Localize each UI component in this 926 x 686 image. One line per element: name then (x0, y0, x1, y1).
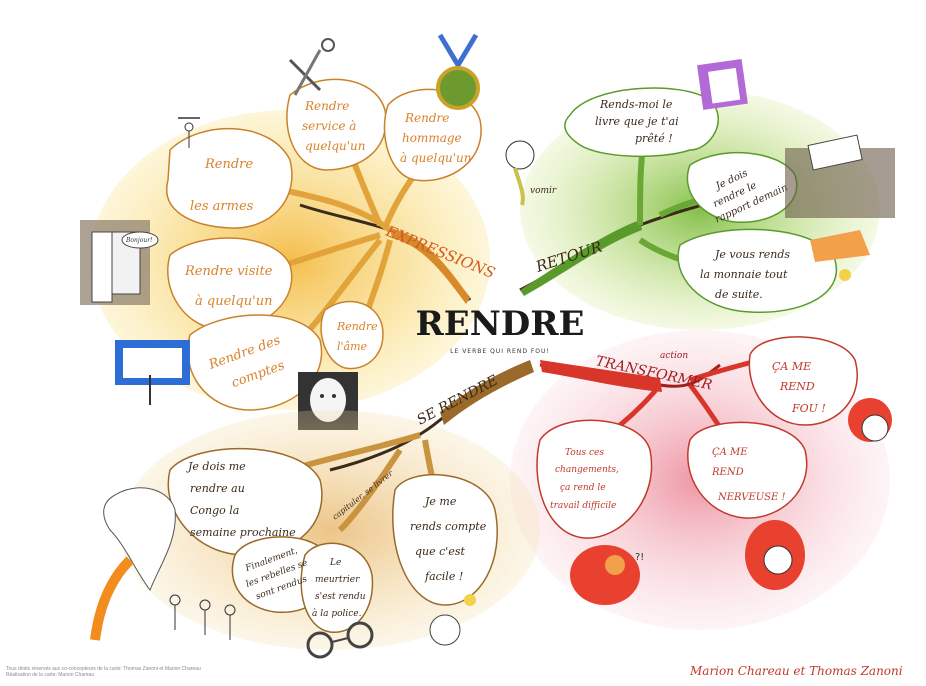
bubble-rendre-l-ame (320, 300, 384, 370)
bubble-rendre-hommage (383, 88, 482, 182)
serendre-trunk-fill (440, 360, 534, 425)
doodle-bonjour-text: Bonjour! (125, 237, 153, 244)
branch-retour: RETOUR vomir Rends-moi le livre que je t… (505, 59, 895, 330)
door-visit-icon: Bonjour! (80, 220, 159, 305)
bubble-text-livre: Rends-moi le livre que je t'ai prêté ! (595, 98, 682, 145)
expressions-trunk-fill (390, 228, 470, 304)
cash-register-coins-icon (810, 230, 870, 281)
transformer-trunk-fill (540, 360, 662, 392)
bubble-rendre-les-armes (165, 127, 293, 229)
bubble-congo (167, 447, 323, 556)
blackboard-icon (115, 340, 190, 405)
bubble-rendre-visite (167, 237, 293, 331)
book-icon (697, 59, 748, 110)
africa-map-icon (90, 487, 176, 641)
central-topic: RENDRE LE VERBE QUI REND FOU! (416, 304, 585, 355)
bubble-text-compte: Je me rends compte que c'est facile ! (410, 495, 490, 583)
bubble-rends-moi-le-livre (564, 87, 720, 158)
footer-line-2: Réalisation de la carte: Marion Chareau (6, 672, 95, 678)
retour-vomir-label: vomir (530, 186, 557, 196)
branch-expressions: EXPRESSIONS Rendre les armes Rendre serv… (80, 33, 498, 430)
author-signature: Marion Chareau et Thomas Zanoni (690, 664, 903, 678)
bubble-rendre-service (286, 78, 387, 171)
bubble-meurtrier (300, 542, 374, 633)
bubble-changements (536, 419, 653, 539)
bubble-text-l-ame: Rendre l'âme (336, 320, 381, 353)
sick-face-icon (505, 140, 535, 206)
medal-icon (436, 33, 480, 110)
bubble-text-congo: Je dois me rendre au Congo la semaine pr… (186, 460, 296, 539)
serendre-twig-2 (337, 448, 403, 533)
angry-face-icon (848, 398, 892, 442)
handcuffs-icon (306, 621, 374, 659)
nervous-face-icon (745, 520, 805, 590)
bubble-la-monnaie (677, 228, 838, 314)
bubble-text-hommage: Rendre hommage à quelqu'un (400, 111, 471, 165)
wrench-screwdriver-icon (288, 38, 335, 96)
bubble-text-service: Rendre service à quelqu'un (302, 99, 366, 153)
bubble-text-meurtrier: Le meurtrier s'est rendu à la police. (312, 558, 368, 619)
question-marks-icon: ?! (635, 552, 644, 563)
branch-transformer: TRANSFORMER action ÇA ME REND FOU ! ÇA M… (510, 330, 892, 630)
retour-trunk-fill (520, 220, 642, 296)
bubble-text-changements: Tous ces changements, ça rend le travail… (550, 448, 622, 511)
bubble-text-visite: Rendre visite à quelqu'un (184, 264, 277, 309)
stressed-head-icon: ?! (570, 545, 644, 605)
bubble-text-les-armes: Rendre les armes (190, 157, 257, 214)
bubble-text-nerveuse: ÇA ME REND NERVEUSE ! (711, 447, 786, 503)
desk-report-icon (785, 134, 895, 218)
central-subtitle: LE VERBE QUI REND FOU! (450, 348, 550, 355)
bubble-text-monnaie: Je vous rends la monnaie tout de suite. (700, 248, 794, 301)
lightbulb-face-icon (429, 594, 476, 646)
central-title: RENDRE (416, 304, 585, 344)
bubble-ca-me-rend-fou (748, 336, 858, 426)
branch-serendre: SE RENDRE capituler, se livrer Je dois m… (90, 360, 540, 659)
copyright-footer: Tous droits réservés aux co-concepteurs … (6, 666, 201, 678)
bubble-ca-me-rend-nerveuse (687, 421, 808, 519)
rebels-surrendering-icon (169, 594, 236, 640)
bubble-rends-compte (392, 474, 498, 606)
serendre-label: SE RENDRE (414, 372, 500, 428)
bubble-text-fou: ÇA ME REND FOU ! (772, 360, 826, 415)
footer-line-1: Tous droits réservés aux co-concepteurs … (6, 666, 201, 672)
person-on-bar-icon (178, 117, 200, 148)
transformer-action-label: action (660, 351, 688, 361)
